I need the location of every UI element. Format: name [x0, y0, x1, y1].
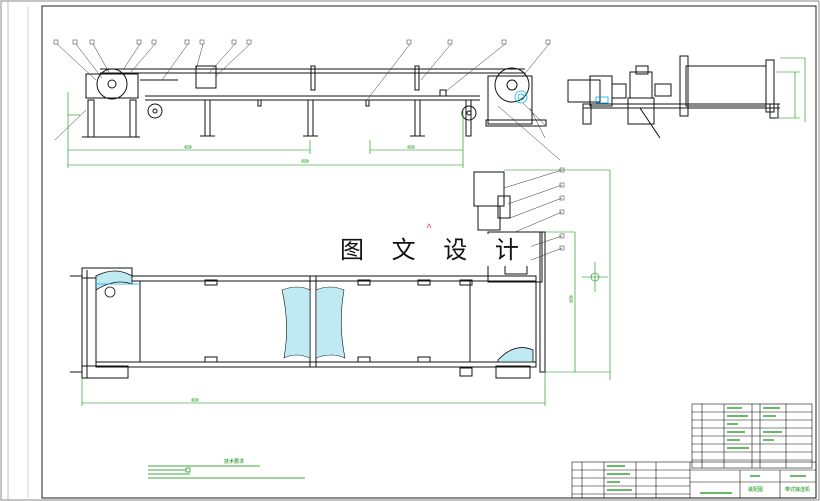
drive-side-dimensions: [776, 57, 806, 122]
parts-list-text-marks: [727, 407, 782, 449]
front-view-hidden-lines: [514, 90, 528, 104]
front-view: [82, 65, 547, 138]
front-view-leader-tags: [53, 39, 551, 45]
drive-side-view: [567, 55, 780, 139]
title-block-title: 装配图: [748, 487, 764, 493]
title-block: [571, 461, 817, 499]
title-block-text-marks: [607, 465, 806, 494]
plan-view-dimensions: [81, 169, 611, 406]
front-view-leaders: [54, 43, 561, 161]
technical-notes: [148, 465, 305, 479]
drive-side-hidden: [595, 96, 609, 104]
revision-mark: [426, 223, 432, 229]
front-view-dimensions: [67, 92, 464, 168]
head-pulley-section: [497, 347, 534, 363]
title-block-drawing-name: 带式输送机: [785, 487, 811, 493]
parts-list: [691, 403, 813, 469]
belt-broken-section: [281, 286, 346, 359]
plan-view-leaders: [503, 167, 565, 263]
inner-frame: [41, 5, 817, 499]
watermark-text: 图 文 设 计: [338, 234, 531, 266]
technical-requirements-heading: 技术要求: [224, 459, 245, 465]
